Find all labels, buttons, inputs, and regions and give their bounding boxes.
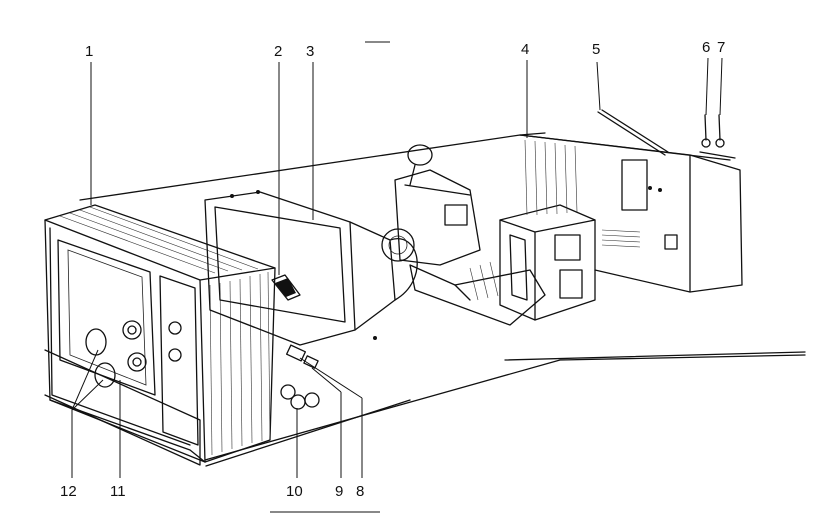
callout-7: 7: [717, 39, 725, 56]
callout-12: 12: [60, 483, 77, 500]
callout-10: 10: [286, 483, 303, 500]
callout-4: 4: [521, 41, 529, 58]
callout-8: 8: [356, 483, 364, 500]
chassis-frame: [499, 204, 596, 321]
tube-bracket: [271, 274, 301, 301]
tv-cabinet: [44, 204, 276, 466]
callout-labels: 1 2 3 4 5 6 7 8 9 10 11 12: [60, 39, 725, 500]
chassis: [394, 144, 546, 326]
knobs-front: [85, 320, 182, 388]
back-screws: [699, 114, 736, 159]
antenna-rod: [597, 109, 669, 156]
callout-9: 9: [335, 483, 343, 500]
stray-marks: [270, 41, 390, 513]
callout-2: 2: [274, 43, 282, 60]
callout-11: 11: [110, 483, 126, 500]
callout-6: 6: [702, 39, 710, 56]
callout-5: 5: [592, 41, 600, 58]
callout-3: 3: [306, 43, 314, 60]
back-cover: [519, 134, 743, 293]
picture-tube: [204, 190, 418, 346]
loose-knobs: [280, 384, 320, 410]
callout-1: 1: [85, 43, 93, 60]
connectors: [285, 344, 319, 369]
leader-lines: [71, 57, 723, 478]
